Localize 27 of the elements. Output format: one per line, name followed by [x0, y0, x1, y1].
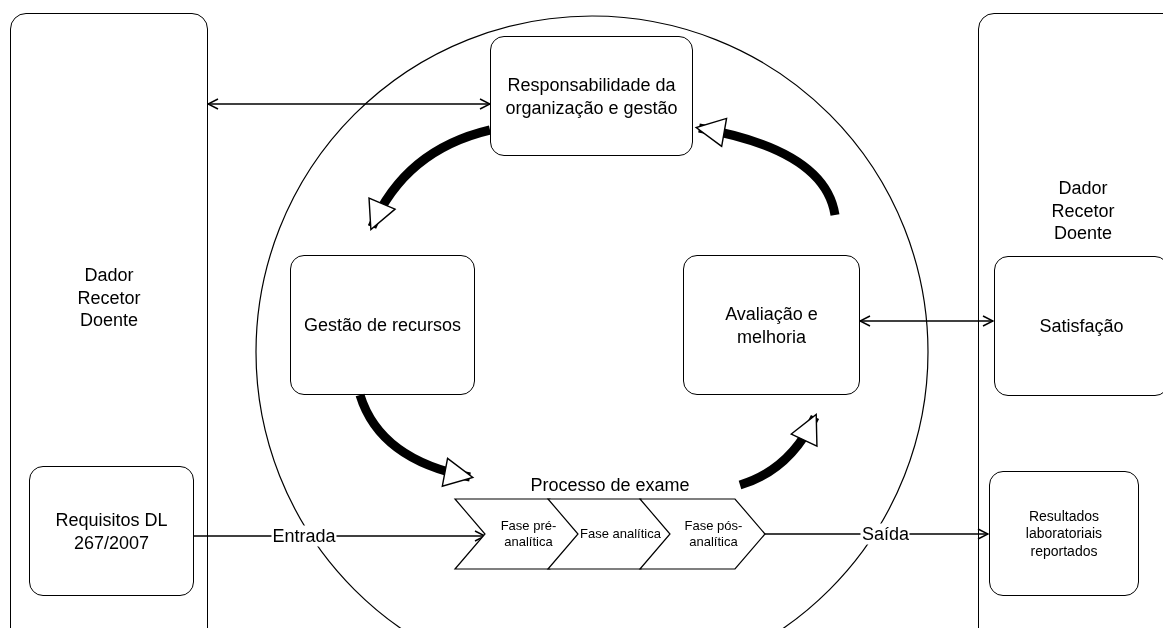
- box-label: Responsabilidade da organização e gestão: [504, 73, 679, 119]
- edge-label: Entrada: [271, 525, 337, 547]
- box-label: Dador Recetor Doente: [76, 264, 142, 332]
- block-arrow: [695, 118, 840, 217]
- box-label: Requisitos DL 267/2007: [54, 508, 169, 554]
- process-box: [490, 36, 693, 156]
- box-label: Avaliação e melhoria: [724, 302, 819, 348]
- edge-label: Saída: [860, 523, 910, 545]
- arrow: [207, 98, 491, 110]
- group-heading: Processo de exame: [529, 474, 691, 497]
- box-label: Fase pré-analítica: [499, 517, 558, 551]
- block-arrow: [367, 125, 492, 231]
- block-arrow: [738, 413, 819, 490]
- box-label: Resultados laboratoriais reportados: [1024, 507, 1104, 560]
- arrow: [859, 315, 994, 327]
- box-label: Satisfação: [1038, 314, 1125, 338]
- process-box: [29, 466, 194, 596]
- process-box: [683, 255, 860, 395]
- side-panel: [978, 13, 1163, 628]
- box-label: Fase analítica: [579, 525, 662, 543]
- side-panel: [10, 13, 208, 628]
- process-box: [290, 255, 475, 395]
- block-arrow: [355, 393, 474, 487]
- box-label: Fase pós-analítica: [683, 517, 744, 551]
- process-box: [989, 471, 1139, 596]
- box-label: Gestão de recursos: [302, 313, 463, 337]
- box-label: Dador Recetor Doente: [1050, 177, 1116, 245]
